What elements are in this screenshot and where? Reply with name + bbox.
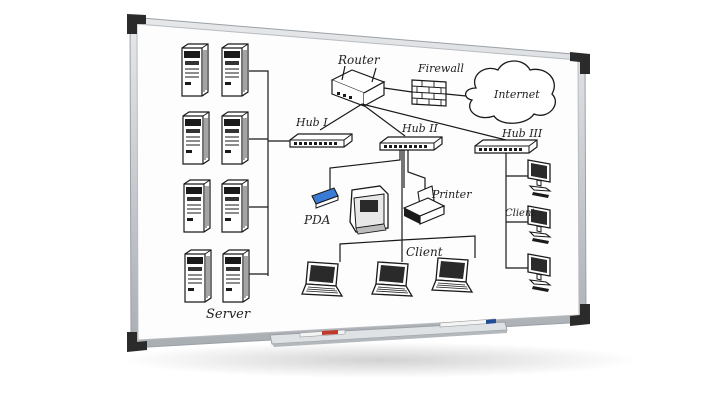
internet-label: Internet <box>493 88 540 101</box>
server-tower-icon <box>183 179 211 233</box>
server-label: Server <box>206 307 251 322</box>
server-tower-icon <box>184 249 212 303</box>
printer-label: Printer <box>431 188 472 201</box>
router-icon <box>330 65 386 107</box>
hub1-label: Hub I <box>295 116 328 129</box>
hub3-drops <box>505 153 528 269</box>
server-tower-icon <box>221 43 249 97</box>
client-label-right: Client <box>505 208 536 219</box>
hub2-drops <box>329 150 476 262</box>
router-label: Router <box>337 53 381 67</box>
server-tower-icon <box>222 249 250 303</box>
printer-icon <box>349 185 389 235</box>
corner-cap-bottom-left <box>127 332 147 352</box>
server-tower-icon <box>221 179 249 233</box>
corner-cap-top-left <box>127 14 146 34</box>
cloud-icon <box>465 60 557 124</box>
marker-pen-icon[interactable] <box>299 329 346 338</box>
firewall-label: Firewall <box>417 62 464 75</box>
hub2-label: Hub II <box>401 122 439 135</box>
firewall-brick-icon <box>411 79 447 107</box>
laptop-icon <box>431 257 473 293</box>
printer-icon <box>402 185 446 225</box>
hub-icon <box>474 139 538 154</box>
board-shadow <box>120 342 640 378</box>
server-tower-icon <box>181 43 209 97</box>
hub-icon <box>379 136 443 151</box>
hub3-label: Hub III <box>501 127 543 140</box>
pda-icon <box>311 187 339 209</box>
server-tower-icon <box>221 111 249 165</box>
hub-icon <box>289 133 353 148</box>
pda-label: PDA <box>303 213 331 227</box>
laptop-icon <box>301 261 343 297</box>
server-bus-lines <box>249 70 290 276</box>
marker-pen-icon[interactable] <box>439 318 496 328</box>
server-tower-icon <box>182 111 210 165</box>
client-label-center: Client <box>406 245 443 259</box>
corner-cap-bottom-right <box>570 304 590 326</box>
corner-cap-top-right <box>570 52 590 74</box>
laptop-icon <box>371 261 413 297</box>
uplink-lines <box>319 87 507 141</box>
